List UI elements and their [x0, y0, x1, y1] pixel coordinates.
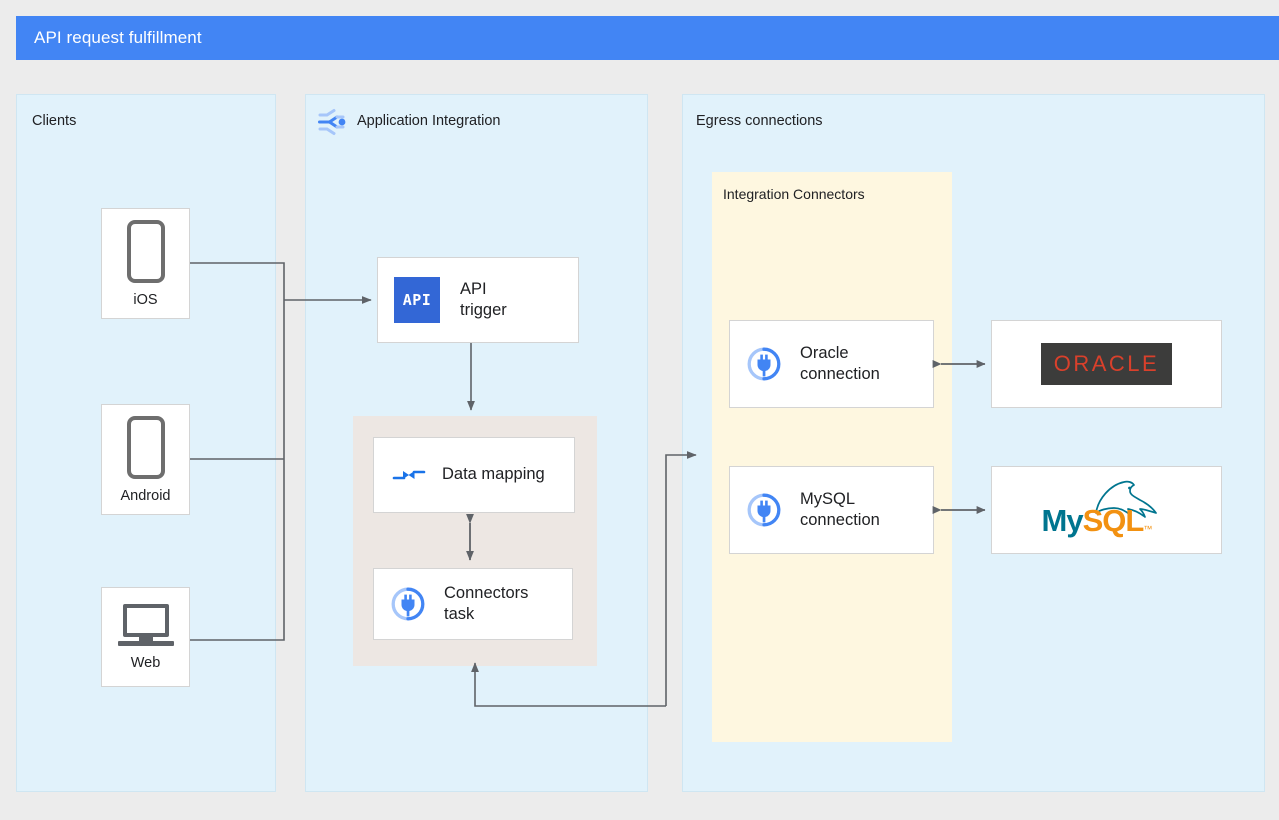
node-data-mapping[interactable]: Data mapping: [373, 437, 575, 513]
client-label: Android: [120, 487, 171, 504]
laptop-screen: [122, 603, 169, 637]
panel-clients-label: Clients: [32, 113, 77, 129]
connector-plug-icon: [746, 492, 782, 528]
client-label: iOS: [133, 291, 158, 308]
node-label: Connectors task: [444, 583, 529, 623]
client-label: Web: [130, 654, 161, 671]
data-mapping-icon: [392, 462, 426, 488]
phone-icon: [126, 415, 165, 479]
oracle-logo-text: ORACLE: [1053, 351, 1160, 376]
mysql-dolphin-icon: [1094, 480, 1157, 518]
phone-icon: [126, 219, 165, 283]
client-card-ios[interactable]: iOS: [101, 208, 190, 319]
backend-mysql[interactable]: My SQL ™: [991, 466, 1222, 554]
api-icon-text: API: [402, 291, 432, 309]
node-connectors-task[interactable]: Connectors task: [373, 568, 573, 640]
connector-plug-icon: [746, 346, 782, 382]
mysql-logo-sql: SQL: [1082, 503, 1145, 538]
laptop-trackpad: [138, 636, 153, 641]
panel-application-integration-label: Application Integration: [357, 113, 501, 129]
node-oracle-connection[interactable]: Oracle connection: [729, 320, 934, 408]
laptop-base: [117, 640, 174, 646]
node-label: Oracle connection: [800, 343, 880, 383]
group-integration-connectors-label: Integration Connectors: [723, 186, 865, 202]
node-label: Data mapping: [442, 465, 545, 484]
backend-oracle[interactable]: ORACLE: [991, 320, 1222, 408]
client-card-android[interactable]: Android: [101, 404, 190, 515]
client-card-web[interactable]: Web: [101, 587, 190, 687]
laptop-icon: [117, 603, 174, 646]
page-title: API request fulfillment: [34, 28, 202, 47]
node-api-trigger[interactable]: API API trigger: [377, 257, 579, 343]
node-label: API trigger: [460, 279, 507, 319]
node-mysql-connection[interactable]: MySQL connection: [729, 466, 934, 554]
mysql-logo: My SQL ™: [1042, 477, 1172, 543]
oracle-logo: ORACLE: [1040, 343, 1173, 385]
api-icon: API: [394, 277, 440, 323]
node-label: MySQL connection: [800, 489, 880, 529]
group-integration-connectors: [712, 172, 952, 742]
diagram-title-bar: API request fulfillment: [16, 16, 1279, 60]
application-integration-icon: [316, 106, 348, 138]
connector-plug-icon: [390, 586, 426, 622]
mysql-logo-my: My: [1041, 503, 1084, 538]
mysql-logo-trademark: ™: [1143, 524, 1153, 534]
panel-egress-label: Egress connections: [696, 113, 823, 129]
